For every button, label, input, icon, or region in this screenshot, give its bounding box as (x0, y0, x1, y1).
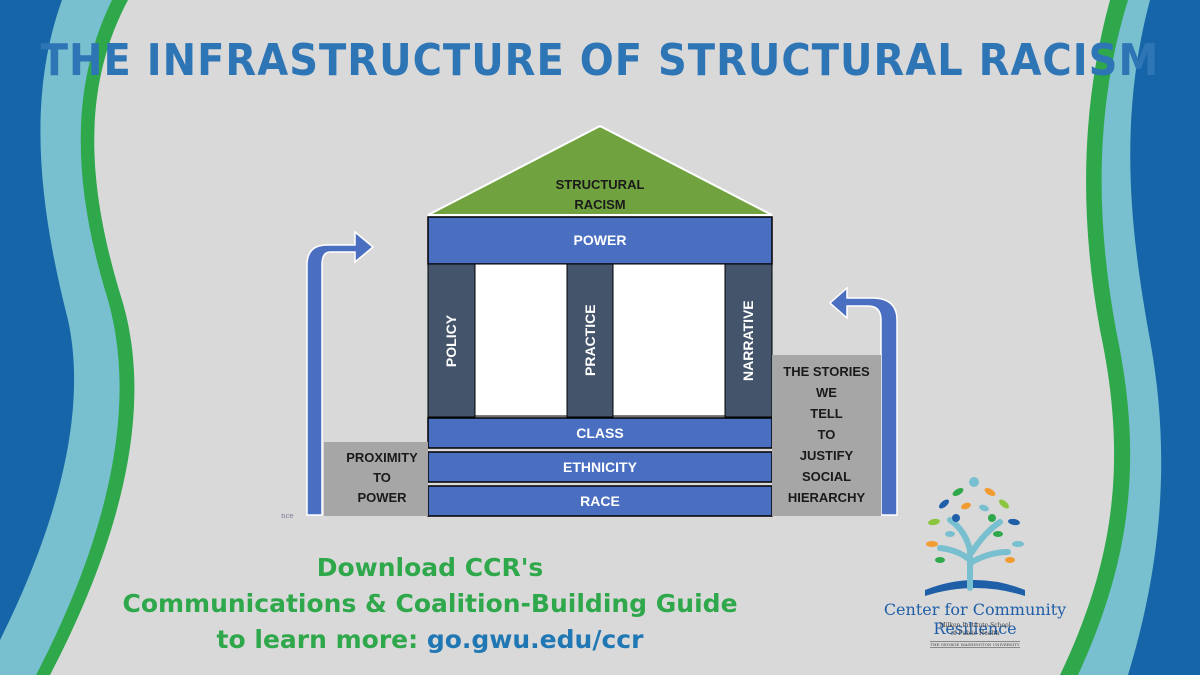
ccr-link[interactable]: go.gwu.edu/ccr (426, 625, 644, 654)
pillar-practice (566, 263, 614, 418)
proximity-label: PROXIMITY TO POWER (346, 450, 418, 505)
ethnicity-label: ETHNICITY (563, 459, 637, 475)
pillar-narrative (724, 263, 773, 418)
class-bar (427, 417, 773, 449)
logo-subtitle: Milken Institute School of Public Health (939, 622, 1011, 637)
power-bar (427, 216, 773, 265)
pillar-label-policy: POLICY (443, 314, 459, 368)
stories-box (772, 355, 881, 516)
roof-triangle (427, 124, 773, 216)
race-bar (427, 485, 773, 517)
power-label: POWER (573, 232, 627, 248)
fragment-text: nce (281, 512, 294, 520)
logo-name: Center for Community Resilience (883, 600, 1067, 638)
proximity-box (324, 442, 428, 516)
pillar-policy (427, 263, 476, 418)
stories-label: THE STORIES WE TELL TO JUSTIFY SOCIAL HI… (783, 364, 870, 505)
left-up-arrow (306, 230, 375, 516)
roof-label: STRUCTURAL RACISM (555, 177, 645, 212)
right-up-arrow (828, 286, 898, 516)
pillar-label-narrative: NARRATIVE (740, 300, 756, 381)
cta-text: Download CCR's Communications & Coalitio… (122, 553, 738, 654)
pillar-label-practice: PRACTICE (582, 304, 598, 376)
logo-university: THE GEORGE WASHINGTON UNIVERSITY (930, 641, 1020, 648)
class-label: CLASS (576, 425, 624, 441)
race-label: RACE (580, 493, 620, 509)
page-title: THE INFRASTRUCTURE OF STRUCTURAL RACISM (40, 36, 1160, 86)
tree-logo-icon (925, 477, 1025, 596)
